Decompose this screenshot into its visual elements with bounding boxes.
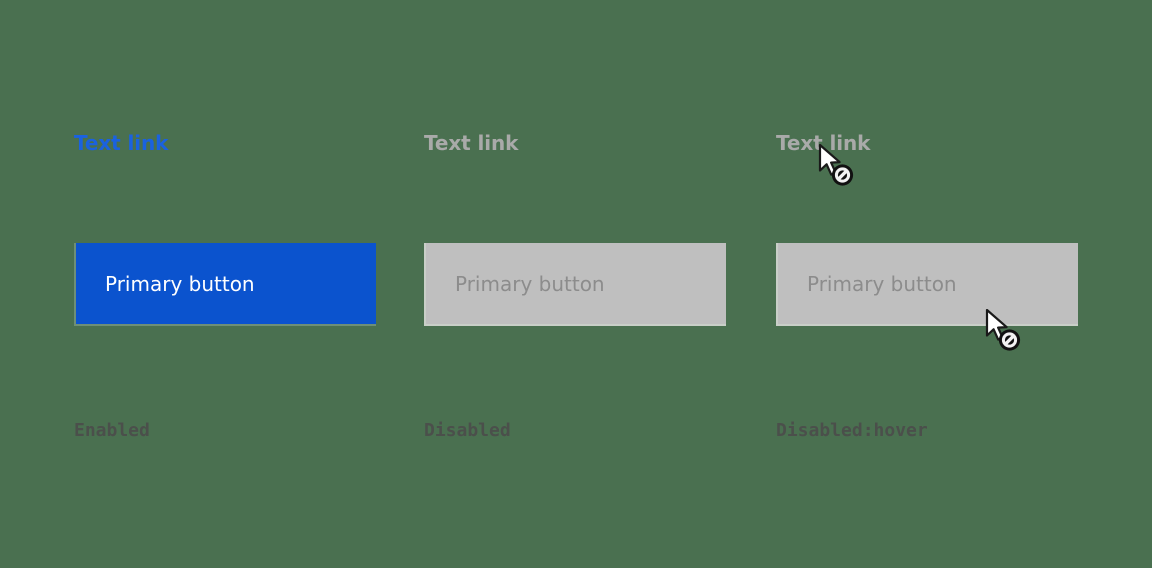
primary-button-disabled-hover: Primary button: [776, 243, 1078, 326]
button-row-enabled: Primary button: [74, 243, 376, 326]
column-disabled: Text link Primary button Disabled: [424, 0, 744, 568]
button-row-disabled: Primary button: [424, 243, 726, 326]
text-link-disabled-hover: Text link: [776, 131, 871, 155]
text-link-row-disabled: Text link: [424, 128, 518, 158]
column-disabled-hover: Text link Primary button Disabled:hover: [776, 0, 1096, 568]
primary-button-disabled: Primary button: [424, 243, 726, 326]
button-row-disabled-hover: Primary button: [776, 243, 1078, 326]
state-caption-disabled-hover: Disabled:hover: [776, 420, 928, 441]
caption-row-disabled-hover: Disabled:hover: [776, 419, 928, 443]
text-link-enabled[interactable]: Text link: [74, 131, 169, 155]
primary-button-enabled[interactable]: Primary button: [74, 243, 376, 326]
text-link-disabled: Text link: [424, 131, 519, 155]
text-link-row-enabled: Text link: [74, 128, 168, 158]
state-caption-enabled: Enabled: [74, 420, 150, 441]
caption-row-enabled: Enabled: [74, 419, 150, 443]
state-caption-disabled: Disabled: [424, 420, 511, 441]
text-link-row-disabled-hover: Text link: [776, 128, 870, 158]
caption-row-disabled: Disabled: [424, 419, 511, 443]
column-enabled: Text link Primary button Enabled: [74, 0, 394, 568]
